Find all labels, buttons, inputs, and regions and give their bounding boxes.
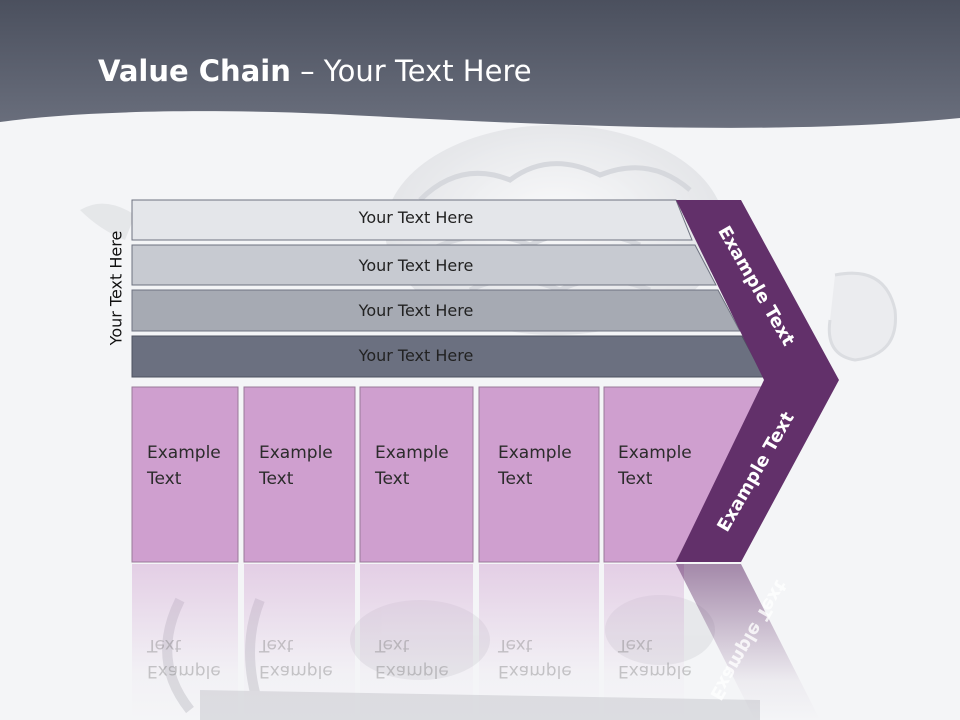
primary-box-5-line2: Text [618,469,653,489]
primary-box-2 [243,386,356,563]
primary-box-1-label: Example Text [147,440,221,492]
primary-box-2-line2: Text [259,469,294,489]
primary-box-5-reflection-text: Example Text [618,632,692,684]
reflection-line2: Text [147,635,182,655]
reflection-line2: Text [375,635,410,655]
primary-box-4-label: Example Text [498,440,572,492]
primary-box-4-line2: Text [498,469,533,489]
primary-box-2-label: Example Text [259,440,333,492]
reflection-line2: Text [498,635,533,655]
margin-chevron-reflection [676,564,820,720]
reflection-line1: Example [375,661,449,681]
support-bar-1 [131,199,693,241]
support-bar-3 [131,289,741,332]
margin-chevron [676,200,839,562]
boxes-reflection [132,564,684,720]
support-bar-1-label: Your Text Here [358,208,474,227]
header-band [0,0,960,128]
primary-box-3-line2: Text [375,469,410,489]
primary-box-2-reflection-text: Example Text [259,632,333,684]
reflection-line2: Text [259,635,294,655]
reflection-line1: Example [259,661,333,681]
primary-box-4 [478,386,600,563]
reflection-line1: Example [147,661,221,681]
reflection-line2: Text [618,635,653,655]
slide-title: Value Chain – Your Text Here [98,54,532,88]
primary-box-5-line1: Example [618,443,692,463]
support-bar-2 [131,244,717,286]
primary-box-3-line1: Example [375,443,449,463]
primary-box-4-line1: Example [498,443,572,463]
primary-box-2-line1: Example [259,443,333,463]
primary-box-1-line2: Text [147,469,182,489]
primary-box-4-reflection-text: Example Text [498,632,572,684]
support-bar-2-label: Your Text Here [358,256,474,275]
primary-box-1 [131,386,239,563]
support-bar-3-label: Your Text Here [358,301,474,320]
primary-box-1-reflection-text: Example Text [147,632,221,684]
primary-box-3-label: Example Text [375,440,449,492]
title-rest: – Your Text Here [290,54,532,88]
primary-box-3-reflection-text: Example Text [375,632,449,684]
title-bold: Value Chain [98,54,291,88]
side-label: Your Text Here [106,230,126,346]
support-bar-4-label: Your Text Here [358,346,474,365]
reflection-line1: Example [618,661,692,681]
primary-box-3 [359,386,474,563]
primary-box-1-line1: Example [147,443,221,463]
reflection-line1: Example [498,661,572,681]
primary-box-5-label: Example Text [618,440,692,492]
